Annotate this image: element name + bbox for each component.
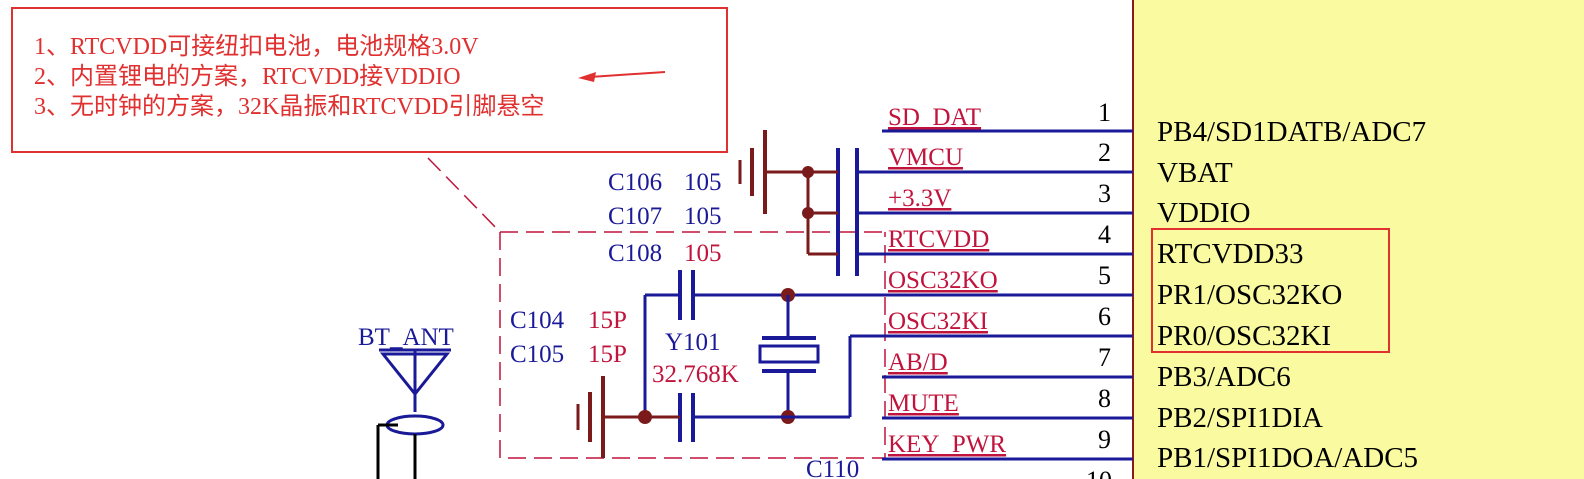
pin-row-3: +3.3V 3 VDDIO	[882, 179, 1250, 229]
ground-symbol-bottom	[576, 376, 605, 458]
y101-value: 32.768K	[652, 361, 739, 388]
note-line-2: 2、内置锂电的方案，RTCVDD接VDDIO	[34, 63, 461, 90]
pin-number-3: 3	[1098, 179, 1111, 208]
pin-number-5: 5	[1098, 261, 1111, 290]
c104-value: 15P	[588, 307, 627, 334]
pin-func-3: VDDIO	[1157, 197, 1250, 229]
y101-ref: Y101	[665, 329, 721, 356]
pin-number-7: 7	[1098, 343, 1111, 372]
callout-diagonal	[427, 157, 501, 233]
junction-dot	[802, 207, 814, 219]
decoupling-caps	[765, 148, 882, 276]
c107-ref: C107	[608, 203, 662, 230]
net-label-4: RTCVDD	[888, 226, 989, 253]
net-label-1: SD_DAT	[888, 104, 981, 131]
c105-value: 15P	[588, 341, 627, 368]
pin-row-10: 10	[1086, 466, 1112, 479]
net-label-7: AB/D	[888, 349, 948, 376]
crystal-circuit	[603, 270, 882, 442]
pin-func-4: RTCVDD33	[1157, 238, 1304, 270]
pin-number-6: 6	[1098, 302, 1111, 331]
pin-func-8: PB2/SPI1DIA	[1157, 402, 1323, 434]
callout-dashed-box	[499, 231, 886, 459]
pin-row-5: OSC32KO 5 PR1/OSC32KO	[882, 261, 1342, 311]
pin-row-2: VMCU 2 VBAT	[882, 138, 1233, 189]
highlight-box	[1151, 228, 1390, 353]
note-arrow-shaft	[589, 71, 666, 78]
net-label-8: MUTE	[888, 390, 959, 417]
antenna-label: BT_ANT	[358, 324, 454, 351]
c107-value: 105	[684, 203, 722, 230]
c104-ref: C104	[510, 307, 565, 334]
pin-row-1: SD_DAT 1 PB4/SD1DATB/ADC7	[882, 98, 1426, 148]
net-label-3: +3.3V	[888, 185, 951, 212]
c108-ref: C108	[608, 240, 662, 267]
pin-row-8: MUTE 8 PB2/SPI1DIA	[882, 384, 1323, 434]
pin-func-9: PB1/SPI1DOA/ADC5	[1157, 442, 1418, 474]
pin-row-6: OSC32KI 6 PR0/OSC32KI	[882, 302, 1331, 352]
note-box	[11, 7, 728, 153]
pin-number-1: 1	[1098, 98, 1111, 127]
ic-body	[1132, 0, 1584, 479]
c106-value: 105	[684, 169, 722, 196]
net-label-5: OSC32KO	[888, 267, 998, 294]
pin-number-10: 10	[1086, 466, 1112, 479]
pin-func-6: PR0/OSC32KI	[1157, 320, 1331, 352]
c110-ref: C110	[806, 456, 859, 479]
ground-symbol-top	[738, 130, 767, 214]
pin-func-1: PB4/SD1DATB/ADC7	[1157, 116, 1426, 148]
c108-value: 105	[684, 240, 722, 267]
pin-number-9: 9	[1098, 425, 1111, 454]
note-line-3: 3、无时钟的方案，32K晶振和RTCVDD引脚悬空	[34, 93, 545, 120]
pin-func-5: PR1/OSC32KO	[1157, 279, 1342, 311]
pin-number-4: 4	[1098, 220, 1111, 249]
note-line-1: 1、RTCVDD可接纽扣电池，电池规格3.0V	[34, 33, 479, 60]
net-label-6: OSC32KI	[888, 308, 988, 335]
junction-dot	[638, 410, 652, 424]
c105-ref: C105	[510, 341, 564, 368]
net-label-2: VMCU	[888, 144, 963, 171]
antenna-symbol: BT_ANT	[358, 324, 454, 479]
pin-row-4: RTCVDD 4 RTCVDD33	[882, 220, 1304, 270]
pin-row-9: KEY_PWR 9 PB1/SPI1DOA/ADC5	[882, 425, 1418, 474]
note-arrow-head	[578, 72, 596, 82]
net-label-9: KEY_PWR	[888, 431, 1006, 458]
c106-ref: C106	[608, 169, 662, 196]
pin-number-2: 2	[1098, 138, 1111, 167]
pin-func-2: VBAT	[1157, 157, 1233, 189]
pin-number-8: 8	[1098, 384, 1111, 413]
pin-func-7: PB3/ADC6	[1157, 361, 1291, 393]
pin-row-7: AB/D 7 PB3/ADC6	[882, 343, 1291, 393]
junction-dot	[802, 166, 814, 178]
crystal-body	[758, 344, 820, 364]
